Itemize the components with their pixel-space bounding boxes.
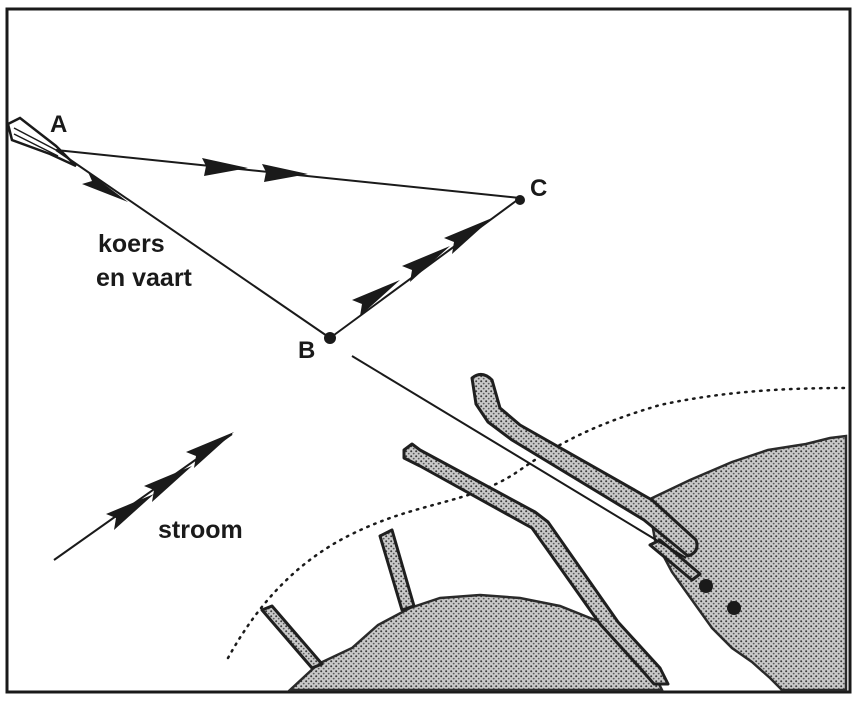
current-arrow-icon (106, 432, 234, 530)
harbour-land-east (646, 434, 848, 692)
label-point-b: B (298, 337, 315, 364)
diagram-border (5, 7, 852, 694)
ship-deck-icon (13, 127, 59, 157)
harbour-marker-1 (699, 579, 713, 593)
pier-far-west (260, 604, 324, 670)
jetty-east (648, 538, 702, 582)
pier-middle (402, 442, 670, 686)
pier-west (378, 528, 416, 612)
pier-north (470, 373, 699, 558)
label-course-line2: en vaart (96, 264, 193, 292)
arrow-b-c-icon (352, 218, 492, 316)
label-current: stroom (158, 516, 243, 544)
label-point-c: C (530, 175, 547, 202)
point-c-marker (515, 195, 525, 205)
arrow-a-b-icon (82, 172, 128, 202)
arrow-a-c-icon (202, 158, 308, 182)
harbour-marker-2 (727, 601, 741, 615)
route-line-a-b (55, 149, 331, 339)
route-line-b-harbour (351, 355, 687, 559)
point-b-marker (324, 332, 336, 344)
label-point-a: A (50, 111, 67, 138)
coastline-dotted (226, 386, 847, 660)
label-course-line1: koers (98, 230, 165, 258)
